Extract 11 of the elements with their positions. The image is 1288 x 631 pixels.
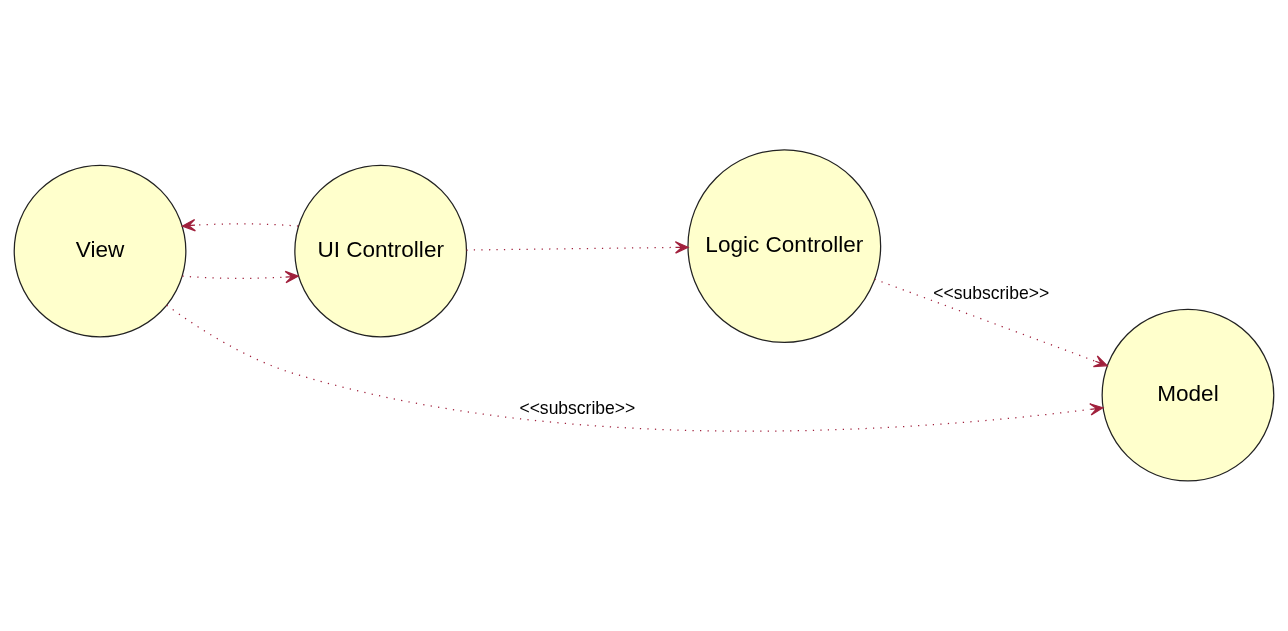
node-circle: Logic Controller bbox=[687, 149, 882, 344]
node-circle: View bbox=[13, 164, 187, 338]
edge-label: <<subscribe>> bbox=[519, 398, 636, 419]
arrow bbox=[181, 270, 299, 284]
arrow bbox=[181, 218, 299, 232]
arrow bbox=[873, 278, 1108, 368]
node-circle: UI Controller bbox=[294, 164, 468, 338]
arrow bbox=[465, 241, 689, 254]
arrow bbox=[166, 304, 1104, 432]
edge-label: <<subscribe>> bbox=[933, 282, 1050, 303]
node-circle: Model bbox=[1101, 308, 1275, 482]
